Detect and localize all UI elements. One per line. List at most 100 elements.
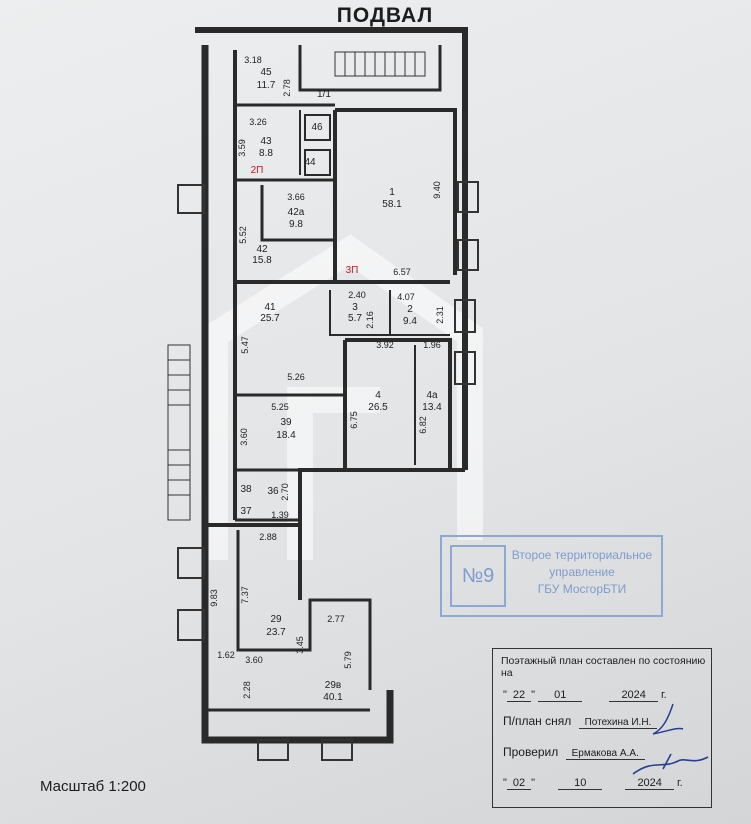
window-pits [177, 181, 479, 761]
cert-date-1: "22" 01 2024 г. [503, 689, 667, 702]
dimension: 5.47 [240, 336, 250, 354]
dimension: 5.52 [238, 226, 248, 244]
dimension: 1.39 [271, 510, 289, 520]
stamp-line: управление [549, 565, 615, 579]
cert-day: 02 [506, 777, 532, 790]
room-area: 13.4 [422, 402, 442, 413]
room-area: 40.1 [323, 692, 343, 703]
dimension: 2.31 [435, 306, 445, 324]
room-id: 1/1 [317, 89, 331, 100]
room-area: 25.7 [260, 313, 280, 324]
dimension: 3.60 [239, 428, 249, 446]
room-area: 5.7 [348, 313, 362, 324]
stamp-number: №9 [450, 545, 506, 607]
dimension: 2.28 [242, 681, 252, 699]
room-id: 1 [389, 187, 395, 198]
room-id: 29в [325, 680, 341, 691]
cert-year-suffix: г. [660, 689, 667, 701]
cert-surveyed-name: Потехина И.Н. [578, 717, 658, 729]
cert-surveyed-label: П/план снял [503, 714, 572, 728]
dimension: 3.92 [376, 340, 394, 350]
room-id: 2 [407, 304, 413, 315]
cert-year-suffix: г. [676, 777, 683, 789]
dimension: 4.07 [397, 292, 415, 302]
room-area: 9.4 [403, 316, 417, 327]
room-id: 42а [288, 207, 305, 218]
room-id: 3 [352, 302, 358, 313]
stairs [167, 51, 426, 521]
dimension: 9.40 [432, 181, 442, 199]
stamp-line: ГБУ МосгорБТИ [537, 582, 627, 596]
page-title: ПОДВАЛ [336, 4, 434, 27]
room-area: 11.7 [257, 80, 276, 91]
dimension: 6.75 [349, 411, 359, 429]
room-id: 4 [375, 390, 381, 401]
room-id: 38 [240, 484, 252, 495]
room-id: 44 [304, 157, 316, 168]
building-walls [195, 27, 468, 744]
dimension: 3.59 [237, 139, 247, 157]
dimension: 2.88 [259, 532, 277, 542]
dimension: 7.37 [240, 586, 250, 604]
marker-label: 2П [251, 165, 264, 176]
cert-year: 2024 [609, 689, 658, 702]
room-labels: 45 11.7 1/1 43 8.8 46 44 1 58.1 42а 9.8 … [240, 67, 442, 703]
room-area: 26.5 [368, 402, 388, 413]
dimension: 1.62 [217, 650, 235, 660]
dimension: 2.70 [280, 483, 290, 501]
dimension-labels: 3.18 2.78 3.26 3.59 3.66 5.52 9.40 6.57 … [209, 55, 445, 699]
dimension: 3.45 [295, 636, 305, 654]
room-id: 4а [426, 390, 438, 401]
dimension: 5.26 [287, 372, 305, 382]
cert-checked-label: Проверил [503, 745, 559, 759]
room-area: 18.4 [276, 430, 296, 441]
stair-markers: 2П 3П [251, 165, 359, 276]
dimension: 3.60 [245, 655, 263, 665]
dimension: 6.82 [418, 416, 428, 434]
certification-block: Поэтажный план составлен по состоянию на… [492, 648, 712, 808]
room-id: 36 [267, 486, 279, 497]
cert-month: 10 [558, 777, 603, 790]
room-id: 46 [311, 122, 323, 133]
stamp-organization: Второе территориальное управление ГБУ Мо… [506, 547, 658, 598]
cert-date-2: "02" 10 2024 г. [503, 777, 683, 790]
room-id: 29 [270, 614, 282, 625]
cert-checked-name: Ермакова А.А. [565, 748, 645, 760]
dimension: 9.83 [209, 589, 219, 607]
room-id: 39 [280, 417, 292, 428]
marker-label: 3П [346, 265, 359, 276]
dimension: 2.16 [365, 311, 375, 329]
cert-month: 01 [538, 689, 583, 702]
cert-day: 22 [506, 689, 532, 702]
dimension: 2.77 [327, 614, 345, 624]
cert-year: 2024 [625, 777, 674, 790]
room-id: 37 [240, 506, 252, 517]
room-area: 9.8 [289, 219, 303, 230]
dimension: 3.18 [244, 55, 262, 65]
cert-checked: Проверил Ермакова А.А. [503, 745, 645, 760]
dimension: 6.57 [393, 267, 411, 277]
scale-label: Масштаб 1:200 [40, 778, 146, 795]
cert-surveyed: П/план снял Потехина И.Н. [503, 714, 658, 729]
room-id: 42 [256, 244, 268, 255]
room-area: 23.7 [266, 627, 286, 638]
dimension: 3.26 [249, 117, 267, 127]
stamp-line: Второе территориальное [511, 548, 653, 562]
dimension: 5.25 [271, 402, 289, 412]
signatures [632, 703, 709, 775]
room-area: 8.8 [259, 148, 273, 159]
room-area: 15.8 [252, 255, 272, 266]
room-id: 45 [260, 67, 272, 78]
room-id: 41 [264, 302, 276, 313]
room-area: 58.1 [382, 199, 402, 210]
dimension: 1.96 [423, 340, 441, 350]
room-id: 43 [260, 136, 272, 147]
bti-stamp: №9 Второе территориальное управление ГБУ… [440, 535, 663, 617]
dimension: 3.66 [287, 192, 305, 202]
cert-heading: Поэтажный план составлен по состоянию на [501, 655, 706, 679]
dimension: 2.78 [282, 79, 292, 97]
dimension: 5.79 [343, 651, 353, 669]
dimension: 2.40 [348, 290, 366, 300]
